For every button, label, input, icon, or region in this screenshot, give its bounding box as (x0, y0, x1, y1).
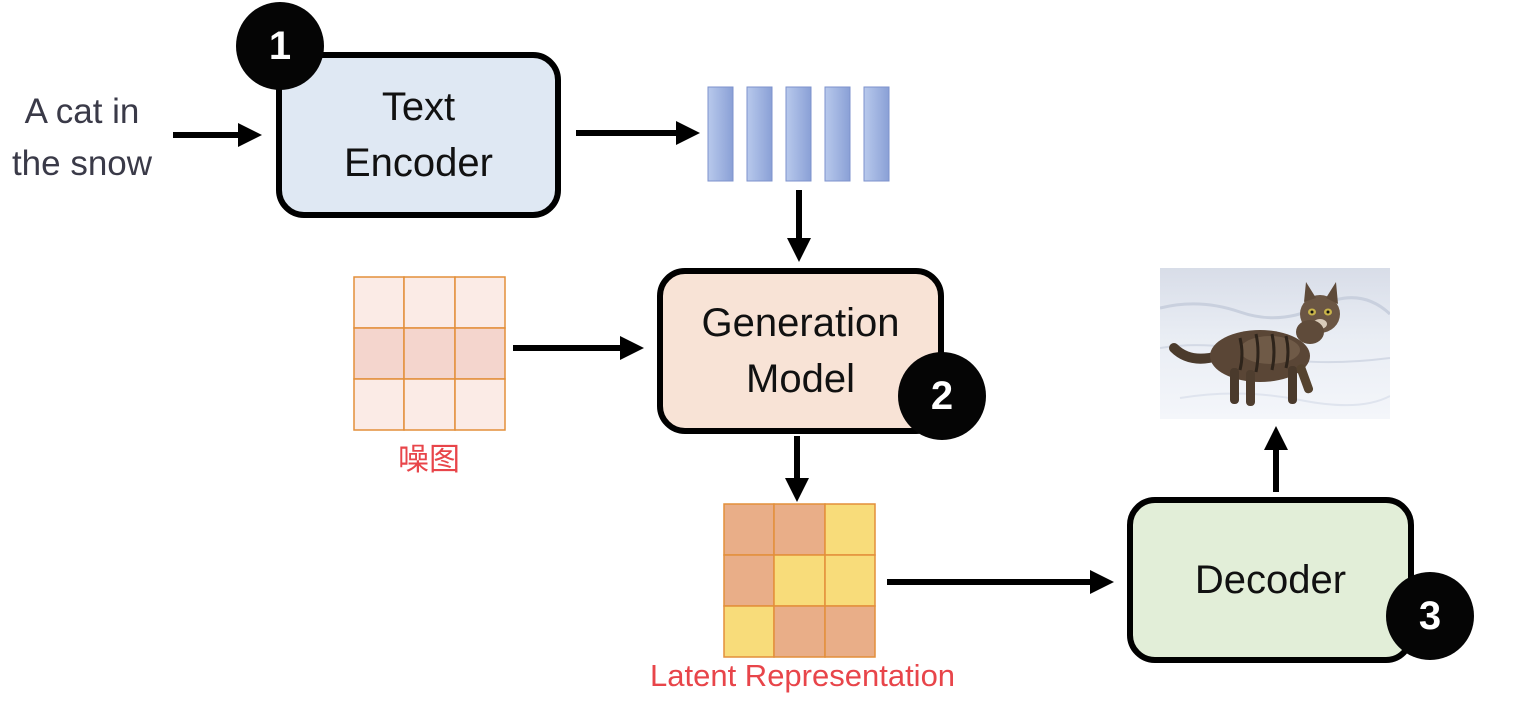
arrow-prompt-to-encoder (173, 123, 262, 147)
embedding-bar (824, 86, 851, 182)
text-embedding-vectors (707, 86, 890, 182)
decoder-box: Decoder (1127, 497, 1414, 663)
latent-representation-caption: Latent Representation (650, 658, 956, 693)
noise-image-caption: 噪图 (398, 442, 460, 477)
arrow-latent-to-decoder (887, 570, 1114, 594)
step-badge-1: 1 (236, 2, 324, 90)
arrow-embedding-to-generation (787, 190, 811, 262)
noise-image-grid (353, 276, 506, 431)
arrow-encoder-to-embedding (576, 121, 700, 145)
embedding-bar (707, 86, 734, 182)
output-cat-image (1160, 268, 1390, 419)
decoder-label: Decoder (1194, 558, 1347, 602)
step-badge-3: 3 (1386, 572, 1474, 660)
arrow-decoder-to-image (1264, 426, 1288, 492)
text-encoder-label: Text Encoder (344, 85, 493, 185)
input-prompt-text: A cat in the snow (11, 92, 153, 183)
embedding-bar (785, 86, 812, 182)
step-badge-2: 2 (898, 352, 986, 440)
latent-representation-grid (723, 503, 876, 658)
arrow-noise-to-generation (513, 336, 644, 360)
text-encoder-box: Text Encoder (276, 52, 561, 218)
embedding-bar (746, 86, 773, 182)
generation-model-box: Generation Model (657, 268, 944, 434)
embedding-bar (863, 86, 890, 182)
arrow-generation-to-latent (785, 436, 809, 502)
generation-model-label: Generation Model (701, 301, 900, 401)
